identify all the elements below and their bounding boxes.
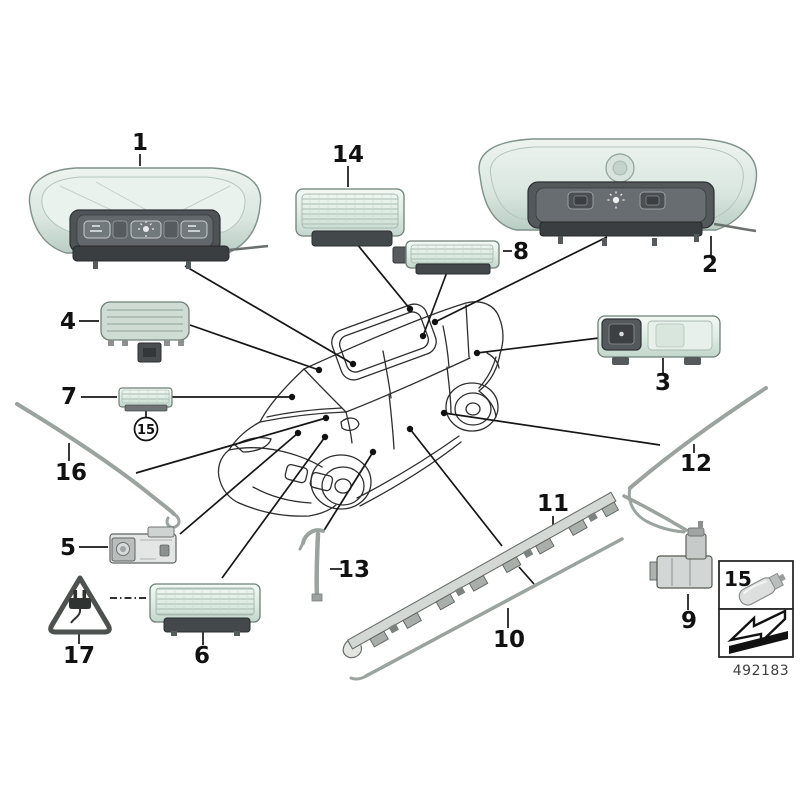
direction-of-travel-arrow-icon [727,609,788,654]
part-9-led-module [649,521,713,589]
part-7-interior-lamp-small [118,387,173,412]
callout-label-7[interactable]: 7 [61,384,77,410]
part-1-roof-function-center [28,167,269,269]
callout-label-3[interactable]: 3 [655,370,671,396]
callout-label-17[interactable]: 17 [63,643,95,669]
direction-of-travel-box [718,608,794,658]
console-buttons [83,220,208,239]
part-5-control-module [109,526,177,564]
callout-label-14[interactable]: 14 [332,142,364,168]
sunroof-tilt-icon [90,225,102,232]
interior-light-icon [138,221,154,237]
document-number: 492183 [733,663,789,679]
callout-label-9[interactable]: 9 [681,608,697,634]
part-6-footwell-lamp [149,583,261,636]
car-outline [217,301,504,517]
switch-dot-icon [619,331,624,337]
leader-lines [68,154,712,645]
callout-label-1[interactable]: 1 [132,130,148,156]
callout-label-2[interactable]: 2 [702,252,718,278]
part-4-vanity-lamp [100,301,190,363]
part-8-interior-lamp [392,240,500,275]
callout-label-16[interactable]: 16 [55,460,87,486]
callout-label-8[interactable]: 8 [513,239,529,265]
bulb-icon [738,572,786,606]
part-14-interior-lamp [295,188,405,247]
callout-label-4[interactable]: 4 [60,309,76,335]
callout-label-15[interactable]: 15 [137,423,155,438]
callout-label-13[interactable]: 13 [338,557,370,583]
sunroof [331,303,437,381]
part-16-light-guide [15,402,181,529]
callout-label-6[interactable]: 6 [194,643,210,669]
plug-icon [69,590,91,624]
leader-dots [288,305,481,456]
callout-label-12[interactable]: 12 [680,451,712,477]
legend-bulb-box: 15 [718,560,794,610]
part-13-light-guide-bracket [298,528,325,602]
callout-15-circled[interactable]: 15 [133,416,159,442]
part-10-light-guide-rod [349,537,624,681]
part-2-roof-function-center-large [478,138,758,246]
part-12-light-guide-strip [627,386,768,534]
sunroof-slide-icon [188,225,200,232]
part-3-reading-lamp [597,315,721,365]
part-17-warning-triangle [48,575,112,635]
warning-triangle-icon [48,575,112,635]
interior-light-icon [607,191,625,209]
callout-label-11[interactable]: 11 [537,491,569,517]
callout-label-10[interactable]: 10 [493,627,525,653]
callout-label-5[interactable]: 5 [60,535,76,561]
callout-labels: 1 2 3 4 5 6 7 8 9 10 11 12 13 14 16 17 [55,130,718,669]
